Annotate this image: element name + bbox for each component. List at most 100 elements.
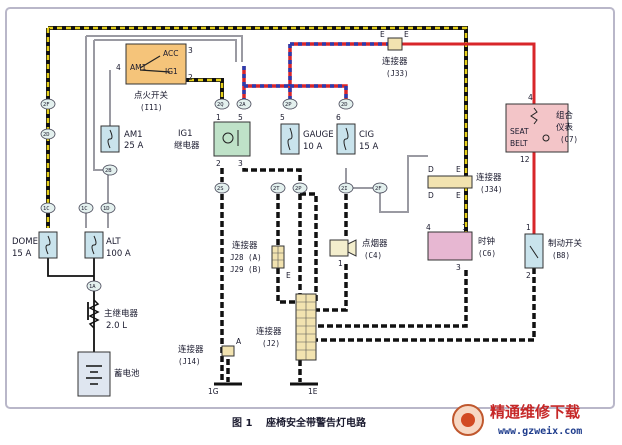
fuse-alt-label: ALT <box>106 237 121 247</box>
j2-code: (J2) <box>262 339 280 348</box>
cluster-pin12: 12 <box>520 155 530 164</box>
combination-meter: SEAT BELT 4 12 组合 仪表 (C7) <box>505 93 578 164</box>
clock-label: 时钟 <box>478 236 495 247</box>
wire-gray <box>85 35 428 228</box>
fuse-dome-label: DOME <box>12 237 38 247</box>
pin-1d: 1D <box>100 202 116 214</box>
clock-code: (C6) <box>478 249 496 258</box>
cigarette-lighter: 1 点烟器 (C4) <box>329 239 388 268</box>
j33-pin-e-left: E <box>380 30 385 39</box>
pin-2p-top: 2P <box>282 98 298 110</box>
fuse-dome: DOME 15 A <box>12 231 58 259</box>
main-relay-label: 主继电器 <box>104 308 139 319</box>
watermark: 精通维修下载 www.gzweix.com <box>452 403 582 437</box>
ignition-acc-label: ACC <box>163 49 178 58</box>
clock-pin3: 3 <box>456 263 461 272</box>
ground-1g-label: 1G <box>208 387 219 396</box>
pin-1a: 1A <box>86 280 102 292</box>
lighter-pin1: 1 <box>338 259 343 268</box>
j34-pin-e-top: E <box>456 165 461 174</box>
ig1-relay-label1: IG1 <box>178 129 193 139</box>
cluster-pin4: 4 <box>528 93 533 102</box>
pin-1c: 1C <box>78 202 94 214</box>
wires <box>46 26 536 382</box>
svg-text:2B: 2B <box>105 168 112 174</box>
pin-2f-left: 2F <box>40 98 56 110</box>
j34-label: 连接器 <box>476 172 502 183</box>
brake-switch: 1 2 制动开关 (B8) <box>524 223 583 280</box>
brake-switch-label: 制动开关 <box>548 238 583 249</box>
connector-j28-j29: E 连接器 J28 (A) J29 (B) <box>230 240 291 280</box>
j34-code: (J34) <box>480 185 503 194</box>
j34-pin-e-bottom: E <box>456 191 461 200</box>
ignition-am1-label: AM1 <box>130 63 147 72</box>
j28-pin-e: E <box>286 271 291 280</box>
connector-j2: 连接器 (J2) <box>256 293 317 361</box>
watermark-url: www.gzweix.com <box>498 425 582 437</box>
fuse-am1-label: AM1 <box>124 130 143 140</box>
wire-battery <box>47 258 95 360</box>
fuse-alt: ALT 100 A <box>84 231 131 259</box>
svg-text:2F: 2F <box>375 186 382 192</box>
pin-1c-dome: 1C <box>40 202 56 214</box>
pin-2f-right: 2F <box>372 182 388 194</box>
pin-2d-left: 2D <box>40 128 56 140</box>
battery: 蓄电池 <box>77 351 140 397</box>
clock-pin1: 1 <box>462 223 467 232</box>
fuse-am1: AM1 25 A <box>100 125 144 153</box>
lighter-code: (C4) <box>364 251 382 260</box>
j28-label: 连接器 <box>232 240 258 251</box>
ig1-relay-pin3: 3 <box>238 159 243 168</box>
ground-1e: 1E <box>290 382 318 396</box>
watermark-brand: 精通维修下载 <box>490 403 580 421</box>
fuse-alt-rating: 100 A <box>106 249 131 259</box>
ig1-relay: IG1 继电器 1 5 2 3 <box>174 113 251 168</box>
ignition-label: 点火开关 <box>134 90 169 101</box>
main-relay-rating: 2.0 L <box>106 321 127 331</box>
cluster-belt: BELT <box>510 139 528 148</box>
svg-text:2D: 2D <box>43 132 50 138</box>
ignition-ig1-label: IG1 <box>165 67 178 76</box>
wire-black-dashed <box>220 168 536 382</box>
connector-j33: E E 连接器 (J33) <box>380 30 409 78</box>
svg-text:1D: 1D <box>103 206 110 212</box>
j14-code: (J14) <box>178 357 201 366</box>
pin-2a: 2A <box>236 98 252 110</box>
j33-pin-e-right: E <box>404 30 409 39</box>
wire-red-cluster <box>402 42 536 234</box>
brake-switch-code: (B8) <box>552 251 570 260</box>
fuse-gauge-rating: 10 A <box>303 142 323 152</box>
wire-ig1-to-relay <box>180 78 224 104</box>
svg-text:1C: 1C <box>43 206 50 212</box>
j34-pin-d-top: D <box>428 165 434 174</box>
j29-code: J29 (B) <box>230 265 262 274</box>
svg-text:2S: 2S <box>217 186 224 192</box>
ignition-pin2: 2 <box>188 73 193 82</box>
pin-2b: 2B <box>102 164 118 176</box>
pin-bubbles: 2F 2D 1C 2B 1C 1D 1A 2Q 2A 2P 2D 2S 2T 2… <box>40 98 388 292</box>
j14-pin-a: A <box>236 337 242 346</box>
fuse-gauge-pin5: 5 <box>280 113 285 122</box>
svg-text:2Q: 2Q <box>217 102 224 108</box>
j33-code: (J33) <box>386 69 409 78</box>
battery-label: 蓄电池 <box>114 368 140 379</box>
pin-2q: 2Q <box>214 98 230 110</box>
j34-pin-d-bottom: D <box>428 191 434 200</box>
cluster-label2: 仪表 <box>556 122 574 133</box>
ignition-switch: AM1 ACC IG1 3 2 4 点火开关 (I11) <box>116 43 193 112</box>
ig1-relay-pin5: 5 <box>238 113 243 122</box>
connector-j14: A 连接器 (J14) <box>178 337 242 366</box>
ignition-pin3: 3 <box>188 46 193 55</box>
svg-text:2T: 2T <box>273 186 280 192</box>
fuse-dome-rating: 15 A <box>12 249 32 259</box>
svg-text:1A: 1A <box>89 284 96 290</box>
ignition-pin4: 4 <box>116 63 121 72</box>
cluster-code: (C7) <box>560 135 578 144</box>
fuse-cig-rating: 15 A <box>359 142 379 152</box>
connector-j34: D E D E 连接器 (J34) <box>427 165 503 200</box>
svg-text:2I: 2I <box>341 186 348 192</box>
ig1-relay-label2: 继电器 <box>174 140 200 151</box>
ignition-code: (I11) <box>140 103 163 112</box>
fuse-gauge-label: GAUGE <box>303 130 334 140</box>
